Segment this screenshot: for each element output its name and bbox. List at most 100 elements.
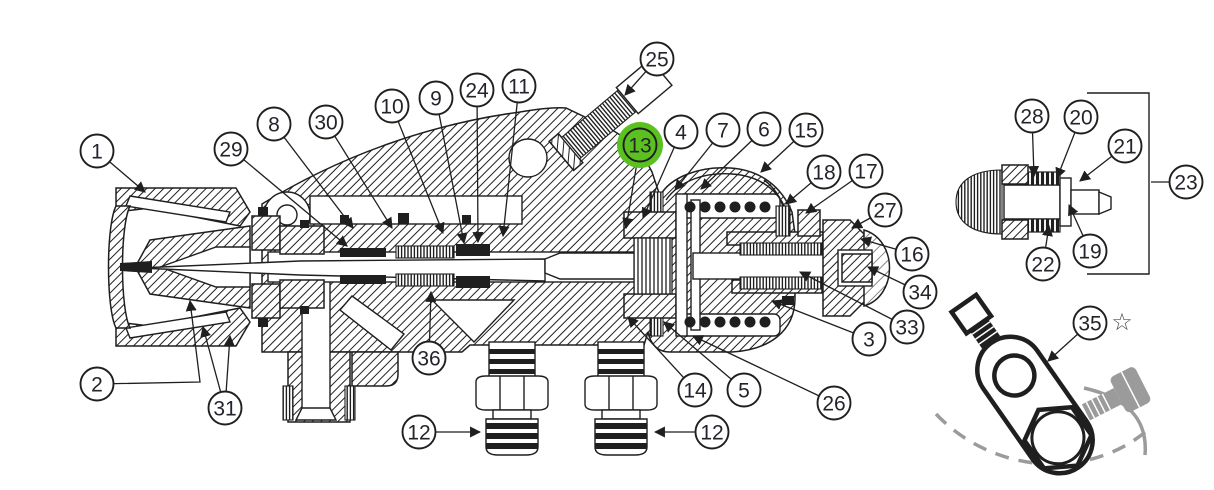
callout-13[interactable]: 13 (617, 122, 663, 168)
body-step (351, 351, 399, 387)
callout-circle (1107, 128, 1143, 164)
ghost-bolt (1081, 367, 1151, 421)
valve-spring-top (684, 201, 771, 213)
callout-26[interactable]: 26 (816, 385, 852, 421)
callout-circle (746, 111, 782, 147)
callout-14[interactable]: 14 (677, 372, 713, 408)
callout-4[interactable]: 4 (663, 114, 699, 150)
callout-25[interactable]: 25 (639, 41, 675, 77)
callout-circle (816, 385, 852, 421)
callout-20[interactable]: 20 (1063, 99, 1099, 135)
callout-33[interactable]: 33 (889, 309, 925, 345)
callout-18[interactable]: 18 (806, 154, 842, 190)
callout-circle (894, 236, 930, 272)
group-bracket (1087, 92, 1150, 275)
callout-circle (1072, 233, 1108, 269)
callout-1[interactable]: 1 (79, 133, 115, 169)
knurled-knob (955, 169, 1003, 235)
needle-packing (340, 244, 490, 288)
leader-line-5 (663, 321, 745, 391)
callout-circle (694, 414, 730, 450)
washer-18 (775, 205, 791, 237)
callout-5[interactable]: 5 (726, 372, 762, 408)
lever-hex-circle (1030, 410, 1086, 466)
callout-circle (213, 131, 249, 167)
callout-circle (622, 127, 658, 163)
callout-15[interactable]: 15 (788, 112, 824, 148)
air-passage-wedge (430, 299, 516, 344)
lever-hole (992, 353, 1037, 398)
callout-circle (459, 72, 495, 108)
callout-8[interactable]: 8 (256, 106, 292, 142)
leader-line-10 (391, 105, 445, 235)
lock-lever (948, 291, 1095, 476)
screw-head (841, 253, 873, 283)
callout-6[interactable]: 6 (746, 111, 782, 147)
callout-circle (207, 390, 243, 426)
air-cap (107, 187, 281, 347)
callout-12[interactable]: 12 (401, 414, 437, 450)
callout-24[interactable]: 24 (459, 72, 495, 108)
ghost-curve (1083, 386, 1147, 456)
callout-29[interactable]: 29 (213, 131, 249, 167)
callout-circle (418, 80, 454, 116)
callout-27[interactable]: 27 (867, 192, 903, 228)
callout-16[interactable]: 16 (894, 236, 930, 272)
detail-view-lock-lever (934, 291, 1152, 476)
valve-spring-chamber (508, 138, 548, 178)
leader-line-24 (472, 89, 484, 244)
spacer-17 (797, 209, 821, 237)
valve-spring-bottom (684, 316, 771, 328)
packing-stem (1070, 189, 1100, 215)
callout-circle (1025, 246, 1061, 282)
leader-line-26 (692, 335, 835, 404)
callout-9[interactable]: 9 (418, 80, 454, 116)
callout-circle (902, 274, 938, 310)
leader-line-9 (435, 97, 468, 245)
callout-3[interactable]: 3 (851, 321, 887, 357)
main-cross-section-view (107, 58, 891, 456)
callout-11[interactable]: 11 (501, 68, 537, 104)
callout-circle (726, 372, 762, 408)
callout-28[interactable]: 28 (1014, 98, 1050, 134)
callout-23[interactable]: 23 (1168, 164, 1204, 200)
callout-circle (848, 153, 884, 189)
callout-circle (867, 192, 903, 228)
callout-30[interactable]: 30 (308, 104, 344, 140)
fluid-nozzle-seat (279, 220, 325, 314)
callout-22[interactable]: 22 (1025, 246, 1061, 282)
callout-34[interactable]: 34 (902, 274, 938, 310)
callout-circle (788, 112, 824, 148)
air-passage-slot (338, 295, 406, 351)
callout-31[interactable]: 31 (207, 390, 243, 426)
leader-line-8 (273, 123, 354, 229)
needle-stem (544, 252, 637, 280)
callout-17[interactable]: 17 (848, 153, 884, 189)
callout-circle (889, 309, 925, 345)
leader-line-29 (230, 148, 348, 247)
star-note: ☆ (1111, 308, 1133, 336)
callout-19[interactable]: 19 (1072, 233, 1108, 269)
callout-35[interactable]: 35 (1072, 305, 1108, 341)
callout-circle (1063, 99, 1099, 135)
callout-circle (411, 340, 447, 376)
packing-stem-tip (1098, 190, 1112, 216)
callout-21[interactable]: 21 (1107, 128, 1143, 164)
callout-circle (79, 133, 115, 169)
callout-circle (806, 154, 842, 190)
callout-2[interactable]: 2 (79, 366, 115, 402)
callout-circle (401, 414, 437, 450)
adjusting-screw-assembly (692, 205, 891, 317)
callout-7[interactable]: 7 (705, 112, 741, 148)
callout-circle (501, 68, 537, 104)
callout-circle (374, 88, 410, 124)
callout-10[interactable]: 10 (374, 88, 410, 124)
packing-collar (1059, 177, 1072, 227)
callout-circle (663, 114, 699, 150)
callout-36[interactable]: 36 (411, 340, 447, 376)
fluid-inlet-fitting-left (475, 341, 549, 456)
callout-12-b[interactable]: 12 (694, 414, 730, 450)
callout-circle (1072, 305, 1108, 341)
callout-circle (308, 104, 344, 140)
